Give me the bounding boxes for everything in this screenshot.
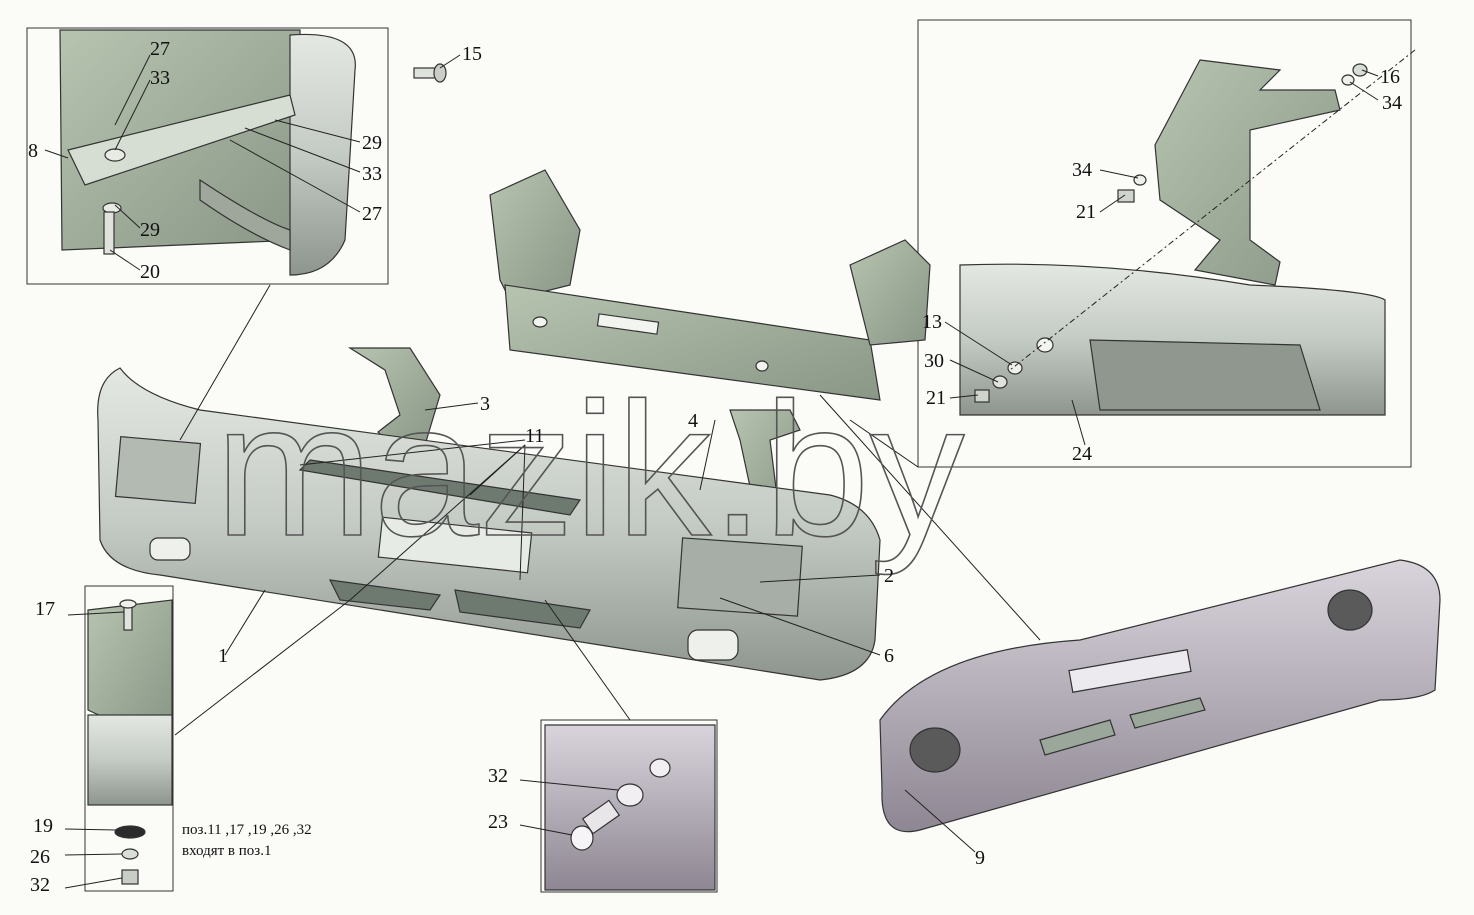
callout-32-left: 32 — [30, 874, 50, 896]
assembled-bumper — [879, 559, 1441, 833]
callout-24: 24 — [1072, 443, 1092, 465]
inset-bottom-center — [540, 719, 718, 893]
callout-13: 13 — [922, 311, 942, 333]
callout-34-right: 34 — [1382, 92, 1402, 114]
leader-lines — [44, 49, 1416, 889]
callout-3: 3 — [480, 393, 490, 415]
callout-21-top: 21 — [1076, 201, 1096, 223]
callout-6: 6 — [884, 645, 894, 667]
bracket-assembly-detail — [59, 29, 356, 276]
inset-bottom-left — [84, 585, 174, 892]
callout-30: 30 — [924, 350, 944, 372]
callout-9: 9 — [975, 847, 985, 869]
mount-bracket-detail — [959, 59, 1386, 416]
callout-34-left: 34 — [1072, 159, 1092, 181]
cross-member-frame — [489, 169, 931, 401]
callout-33-right: 33 — [362, 163, 382, 185]
callout-32-center: 32 — [488, 765, 508, 787]
callout-20: 20 — [140, 261, 160, 283]
callout-29-right: 29 — [362, 132, 382, 154]
callout-19: 19 — [33, 815, 53, 837]
callout-8: 8 — [28, 140, 38, 162]
callout-1: 1 — [218, 645, 228, 667]
inset-top-left — [26, 27, 389, 285]
callout-labels: 27 33 8 29 33 27 29 20 15 16 34 34 21 13… — [28, 38, 1402, 896]
callout-27-top: 27 — [150, 38, 170, 60]
callout-23: 23 — [488, 811, 508, 833]
parts-note-line1: поз.11 ,17 ,19 ,26 ,32 — [182, 822, 312, 838]
watermark: mazik.by — [215, 364, 965, 576]
callout-15: 15 — [462, 43, 482, 65]
callout-2: 2 — [884, 565, 894, 587]
callout-4: 4 — [688, 410, 698, 432]
callout-21-bottom: 21 — [926, 387, 946, 409]
callout-33-top: 33 — [150, 67, 170, 89]
callout-27-right: 27 — [362, 203, 382, 225]
bottom-center-detail — [544, 724, 716, 891]
callout-11: 11 — [525, 425, 544, 447]
bottom-left-detail — [87, 599, 173, 885]
callout-16: 16 — [1380, 66, 1400, 88]
parts-note-line2: входят в поз.1 — [182, 843, 271, 859]
callout-17: 17 — [35, 598, 55, 620]
main-bumper — [97, 367, 881, 681]
callout-26: 26 — [30, 846, 50, 868]
inset-top-right — [917, 19, 1412, 468]
bolt-15-icon — [413, 63, 447, 83]
bracket-4 — [729, 409, 801, 521]
callout-29-bottom: 29 — [140, 219, 160, 241]
